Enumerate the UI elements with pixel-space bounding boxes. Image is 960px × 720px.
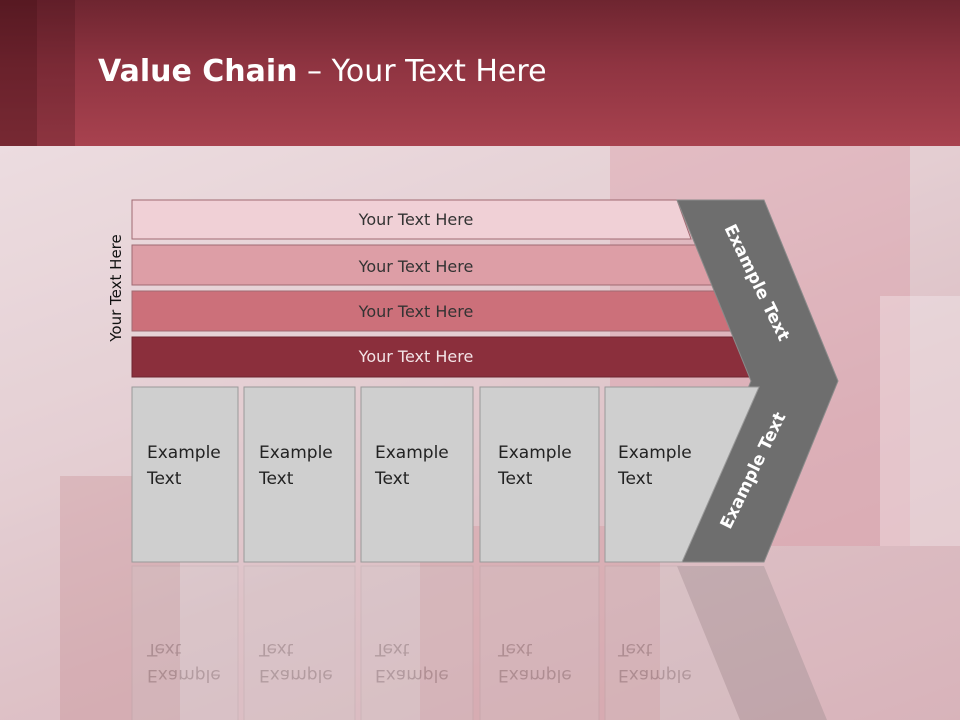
- activity-box[interactable]: Example Text: [604, 386, 760, 563]
- reflection-text: Example: [375, 665, 449, 685]
- value-bar[interactable]: Your Text Here: [131, 336, 764, 378]
- reflection-box: [243, 565, 356, 720]
- activity-box-line2: Text: [258, 469, 294, 489]
- activity-box-line1: Example: [618, 443, 692, 463]
- activity-box[interactable]: Example Text: [131, 386, 239, 563]
- activity-box-line1: Example: [375, 443, 449, 463]
- value-bar-shape: [131, 199, 692, 240]
- activity-box[interactable]: Example Text: [479, 386, 600, 563]
- diagram-reflection: Example Text Example Text Example Text E…: [131, 565, 827, 720]
- title-banner: Value Chain – Your Text Here: [0, 0, 960, 146]
- reflection-text: Text: [146, 639, 182, 659]
- title-rest-part: – Your Text Here: [297, 54, 547, 89]
- activity-box-line1: Example: [498, 443, 572, 463]
- boxes-group: Example Text Example Text Example Text E…: [131, 386, 760, 563]
- side-label[interactable]: Your Text Here: [107, 234, 125, 342]
- value-bar-label: Your Text Here: [358, 347, 474, 366]
- activity-box-shape: [360, 386, 474, 563]
- activity-box-line1: Example: [259, 443, 333, 463]
- reflection-text: Example: [498, 665, 572, 685]
- title-bold-part: Value Chain: [98, 54, 298, 89]
- reflection-text: Text: [374, 639, 410, 659]
- activity-box-line2: Text: [374, 469, 410, 489]
- activity-box[interactable]: Example Text: [360, 386, 474, 563]
- reflection-chevron: [677, 566, 827, 720]
- activity-box-shape: [131, 386, 239, 563]
- banner-accent-stripe: [37, 0, 75, 146]
- reflection-text: Text: [497, 639, 533, 659]
- value-bar-label: Your Text Here: [358, 302, 474, 321]
- activity-box[interactable]: Example Text: [243, 386, 356, 563]
- bars-group: Your Text Here Your Text Here Your Text …: [131, 199, 764, 378]
- reflection-text: Example: [259, 665, 333, 685]
- activity-box-shape: [243, 386, 356, 563]
- activity-box-shape: [479, 386, 600, 563]
- reflection-box: [360, 565, 474, 720]
- reflection-box: [131, 565, 239, 720]
- reflection-box: [479, 565, 600, 720]
- reflection-text: Text: [258, 639, 294, 659]
- activity-box-line1: Example: [147, 443, 221, 463]
- value-bar-label: Your Text Here: [358, 257, 474, 276]
- value-bar[interactable]: Your Text Here: [131, 199, 692, 240]
- activity-box-line2: Text: [146, 469, 182, 489]
- activity-box-shape: [604, 386, 760, 563]
- banner-accent-stripe: [0, 0, 37, 146]
- value-bar[interactable]: Your Text Here: [131, 290, 740, 332]
- value-bar[interactable]: Your Text Here: [131, 244, 716, 286]
- reflection-text: Text: [617, 639, 653, 659]
- reflection-text: Example: [147, 665, 221, 685]
- value-bar-label: Your Text Here: [358, 210, 474, 229]
- slide-title[interactable]: Value Chain – Your Text Here: [98, 54, 547, 89]
- reflection-text: Example: [618, 665, 692, 685]
- activity-box-line2: Text: [497, 469, 533, 489]
- reflection-box: [604, 565, 751, 720]
- activity-box-line2: Text: [617, 469, 653, 489]
- photo-region: [880, 296, 960, 546]
